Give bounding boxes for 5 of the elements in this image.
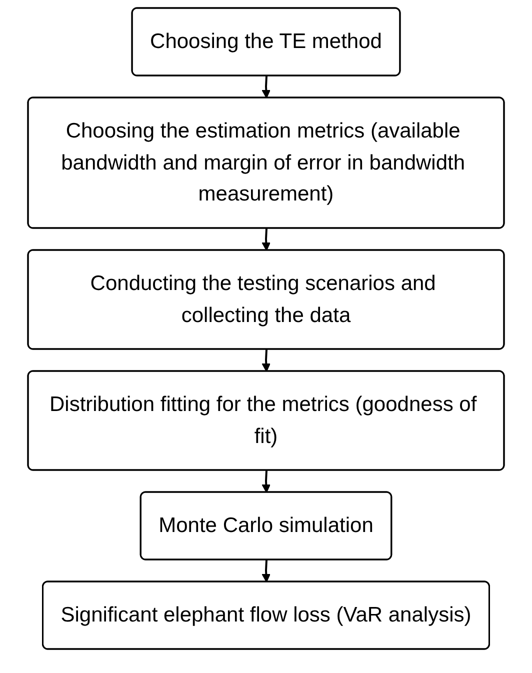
arrow bbox=[262, 76, 271, 98]
arrow bbox=[262, 228, 271, 251]
arrow bbox=[262, 349, 271, 372]
arrow bbox=[262, 470, 271, 493]
arrow bbox=[262, 560, 271, 582]
